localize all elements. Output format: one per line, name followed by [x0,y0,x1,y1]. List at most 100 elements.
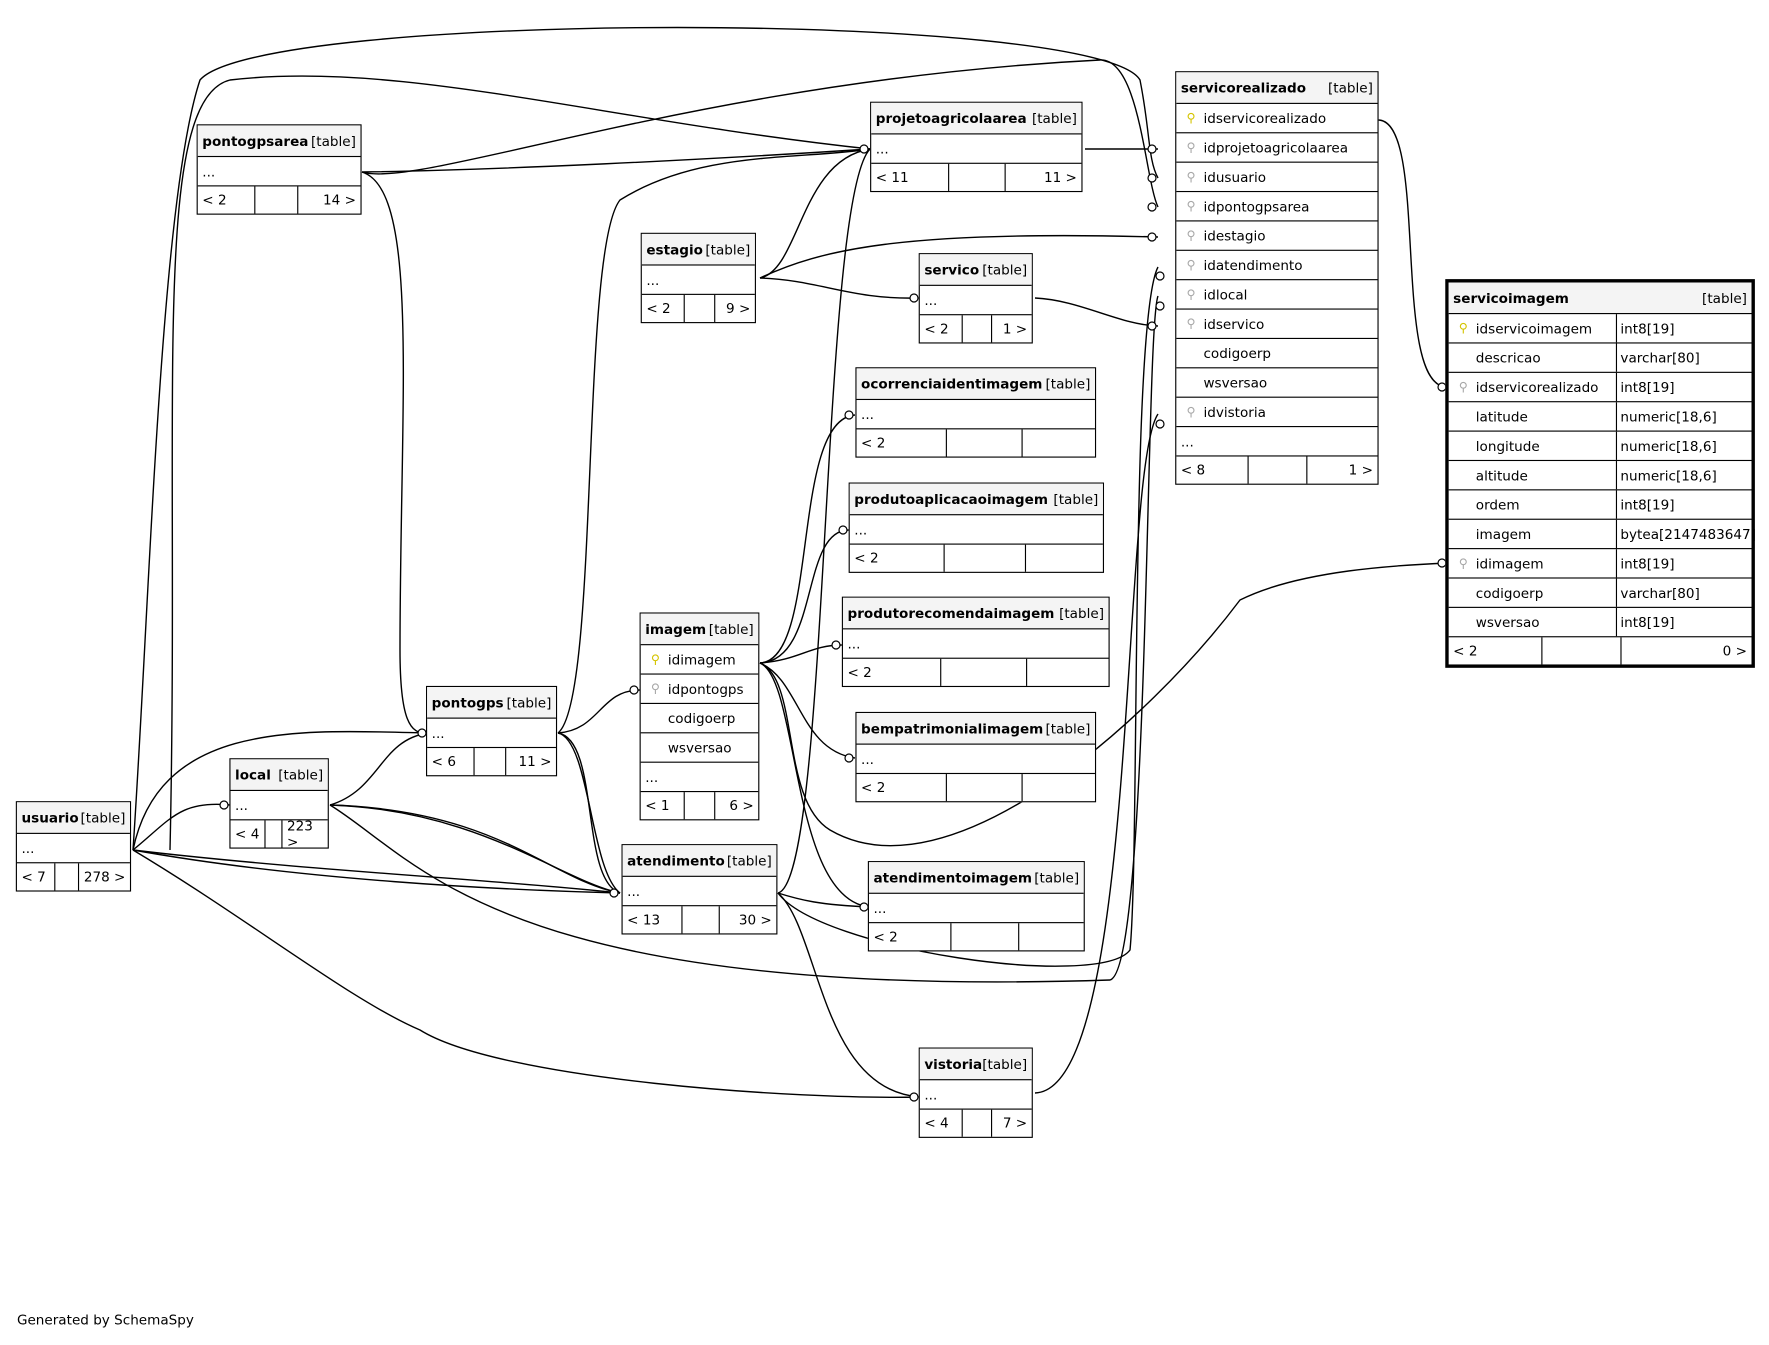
column-name: idvistoria [1203,403,1266,420]
children-count[interactable] [1021,774,1095,802]
children-count[interactable]: 14 > [297,186,360,214]
relationship-line [759,662,871,908]
table-tag: [table] [1045,375,1091,392]
children-count[interactable]: 11 > [505,748,556,776]
table-tag: [table] [506,694,552,711]
children-count[interactable]: 30 > [718,906,777,934]
crowfoot-marker [831,640,841,650]
parents-count[interactable]: < 8 [1180,462,1206,478]
column-row[interactable]: ⚲idprojetoagricolaarea [1176,133,1378,163]
column-row[interactable]: ⚲ imagem bytea[2147483647] [1448,519,1756,550]
column-row[interactable]: ⚲idservicorealizado [1176,104,1378,134]
foreign-key-icon: ⚲ [1186,228,1196,243]
column-row[interactable]: ⚲codigoerp [640,704,759,734]
table-imagem[interactable]: imagem[table] ⚲idimagem ⚲idpontogps ⚲cod… [639,612,760,821]
parents-count[interactable]: < 13 [627,911,661,928]
crowfoot-marker [1147,202,1157,212]
parents-count[interactable]: < 2 [861,779,886,796]
generated-by-credit: Generated by SchemaSpy [16,1311,194,1328]
table-bempatrimonialimagem[interactable]: bempatrimonialimagem[table] ... < 2 [855,711,1097,803]
children-count[interactable]: 1 > [991,315,1032,343]
no-key-icon: ⚲ [647,740,663,755]
column-type: bytea[2147483647] [1615,519,1756,549]
table-produtoaplicacaoimagem[interactable]: produtoaplicacaoimagem[table] ... < 2 [848,482,1105,573]
relationship-line [132,26,1159,851]
foreign-key-icon: ⚲ [1458,555,1468,571]
parents-count[interactable]: < 2 [873,928,898,945]
column-row[interactable]: ⚲idimagem [640,645,759,675]
column-row[interactable]: ⚲idatendimento [1176,251,1378,281]
column-ellipsis: ... [230,791,328,821]
parents-count[interactable]: < 2 [1453,642,1478,659]
parents-count[interactable]: < 4 [924,1115,949,1132]
children-count[interactable]: 223 > [281,818,327,850]
column-row[interactable]: ⚲wsversao [640,733,759,763]
parents-count[interactable]: < 2 [646,300,671,317]
children-count[interactable] [1026,658,1108,686]
children-count[interactable]: 0 > [1620,637,1751,665]
children-count[interactable]: 278 > [77,863,130,891]
crowfoot-marker [1147,321,1157,331]
children-count[interactable]: 11 > [1004,163,1082,191]
no-key-icon: ⚲ [1455,527,1471,542]
column-row[interactable]: ⚲idpontogpsarea [1176,192,1378,222]
column-row[interactable]: ⚲idusuario [1176,163,1378,193]
parents-count[interactable]: < 11 [875,169,909,186]
column-row[interactable]: ⚲idlocal [1176,280,1378,310]
children-count[interactable] [1024,544,1103,572]
parents-count[interactable]: < 7 [21,868,46,885]
column-row[interactable]: ⚲idestagio [1176,221,1378,251]
parents-count[interactable]: < 2 [924,320,949,337]
table-atendimentoimagem[interactable]: atendimentoimagem[table] ... < 2 [867,861,1085,952]
column-ellipsis: ... [856,745,1095,775]
relationship-line [557,732,621,894]
column-row[interactable]: ⚲idvistoria [1176,398,1378,428]
parents-count[interactable]: < 2 [202,192,227,208]
children-count[interactable] [1018,923,1084,951]
crowfoot-marker [909,293,919,303]
table-ocorrenciaidentimagem[interactable]: ocorrenciaidentimagem[table] ... < 2 [855,367,1097,458]
children-count[interactable]: 9 > [714,294,755,323]
table-produtorecomendaimagem[interactable]: produtorecomendaimagem[table] ... < 2 [841,596,1110,688]
column-row[interactable]: ⚲idpontogps [640,675,759,704]
parents-count[interactable]: < 2 [854,550,879,567]
column-name: imagem [1475,526,1532,542]
parents-count[interactable]: < 2 [861,435,886,451]
column-row[interactable]: ⚲codigoerp [1176,339,1378,369]
children-count[interactable]: 1 > [1306,456,1377,484]
children-count[interactable] [1021,429,1095,457]
column-row[interactable]: ⚲wsversao [1176,368,1378,398]
parents-count[interactable]: < 2 [847,664,872,681]
parents-count[interactable]: < 1 [645,797,670,814]
foreign-key-icon: ⚲ [1186,140,1196,155]
foreign-key-icon: ⚲ [1458,379,1468,395]
table-servicorealizado[interactable]: servicorealizado[table] ⚲idservicorealiz… [1175,71,1379,485]
relationship-line [759,529,850,664]
parents-count[interactable]: < 4 [235,826,260,842]
column-row[interactable]: ⚲idservico [1176,310,1378,339]
parents-count[interactable]: < 6 [431,753,456,770]
column-name: idservicoimagem [1475,320,1593,337]
children-count[interactable]: 6 > [714,792,758,820]
children-count[interactable]: 7 > [991,1109,1032,1137]
